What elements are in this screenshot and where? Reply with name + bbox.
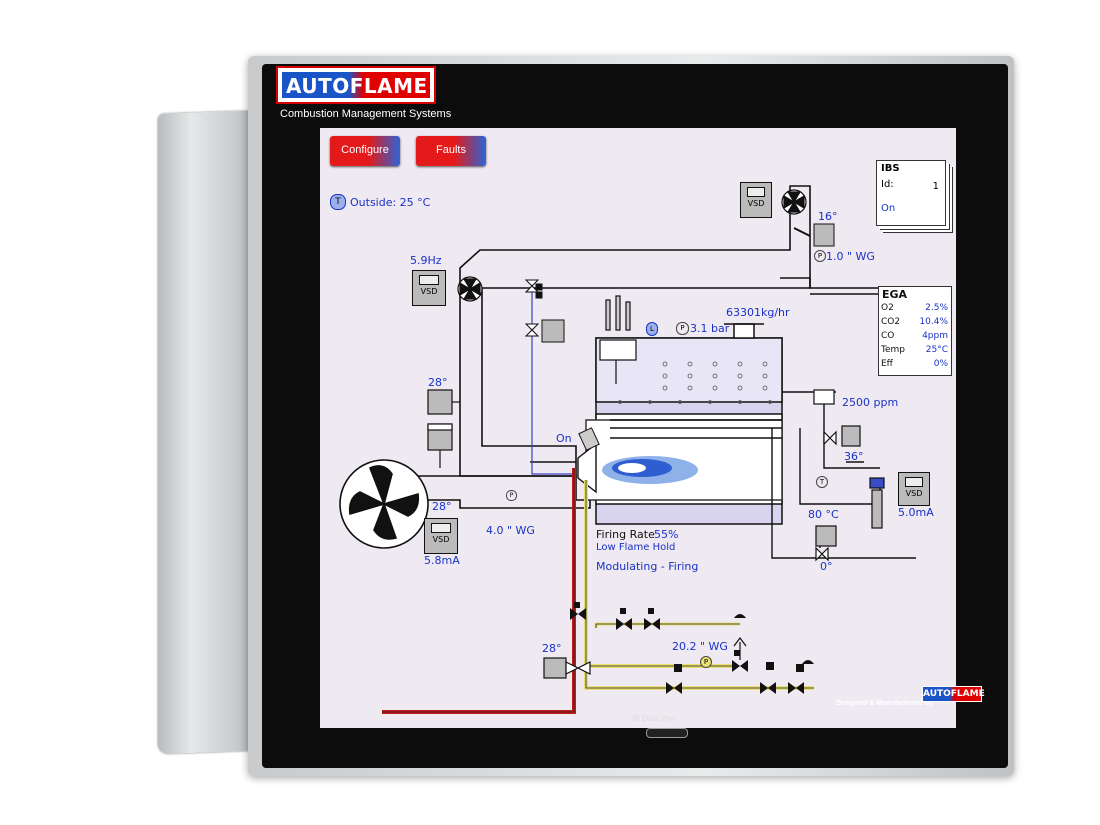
faults-button[interactable]: Faults <box>416 136 486 166</box>
hmi-screen: Configure Faults <box>320 128 956 728</box>
steam-pressure: 3.1 bar <box>690 322 730 335</box>
burner-status: On <box>556 432 572 445</box>
fan-frequency: 5.9Hz <box>410 254 442 267</box>
outside-temp-icon: T <box>330 194 346 210</box>
level-probes <box>599 295 637 384</box>
air-duct <box>459 185 811 477</box>
logo-text: AUTOFLAME <box>286 74 428 98</box>
firing-rate-value: 55% <box>654 528 679 541</box>
ir-port-label: IR Data Port <box>632 714 677 723</box>
ibs-id-label: Id: <box>881 179 894 190</box>
gas-valves <box>570 602 814 694</box>
ibs-title: IBS <box>881 163 900 174</box>
pilot-line <box>531 288 576 475</box>
firing-rate-label: Firing Rate <box>596 528 655 541</box>
flue-temp: 16° <box>818 210 838 223</box>
main-fan <box>339 459 429 549</box>
feedwater-temp-icon: T <box>816 476 828 488</box>
tds-reading: 2500 ppm <box>842 396 899 409</box>
steam-flow: 63301kg/hr <box>726 306 790 319</box>
boiler-schematic <box>339 185 916 714</box>
ibs-status: On <box>881 203 896 214</box>
outside-temp-label: Outside: 25 °C <box>350 196 431 209</box>
vsd-feedwater: VSD <box>898 472 930 506</box>
vsd-fan-bottom: VSD <box>424 518 458 554</box>
vsd-current-right: 5.0mA <box>898 506 934 519</box>
flame-scanner <box>578 427 600 451</box>
firing-hold: Low Flame Hold <box>596 542 676 553</box>
feedwater-temp: 80 °C <box>808 508 839 521</box>
ega-title: EGA <box>882 288 908 301</box>
gas-pressure: 20.2 " WG <box>672 640 728 653</box>
flue-damper-servo <box>813 223 835 247</box>
fuel-valve-angle: 28° <box>542 642 562 655</box>
footer-brand-text: Designed & Manufactured By <box>836 700 934 707</box>
firing-mode: Modulating - Firing <box>596 560 699 573</box>
air-damper-angle: 28° <box>428 376 448 389</box>
gas-pressure-icon: P <box>700 656 712 668</box>
flue-pressure: 1.0 " WG <box>826 250 875 263</box>
footer-logo: AUTOFLAME <box>922 686 985 702</box>
flue-duct <box>780 277 878 289</box>
boiler-shell <box>585 337 783 525</box>
air-pressure: 4.0 " WG <box>486 524 535 537</box>
water-bubbles <box>618 361 772 404</box>
autoflame-logo: AUTOFLAME <box>276 66 436 104</box>
ir-data-port <box>646 728 688 738</box>
brand-tagline: Combustion Management Systems <box>280 108 452 120</box>
air-pressure-icon: P <box>506 490 517 501</box>
burner-flame <box>602 456 698 484</box>
steam-pressure-icon: P <box>676 322 689 335</box>
duct-fan <box>457 276 483 302</box>
feedwater-valve-angle: 0° <box>820 560 833 573</box>
configure-button[interactable]: Configure <box>330 136 400 166</box>
damper-temp: 28° <box>432 500 452 513</box>
ibs-card[interactable]: IBS Id: 1 On <box>876 160 946 226</box>
vsd-current-left: 5.8mA <box>424 554 460 567</box>
tds-valve-angle: 36° <box>844 450 864 463</box>
level-icon: L <box>646 322 658 336</box>
flue-pressure-icon: P <box>814 250 826 262</box>
vsd-fan-top: VSD <box>412 270 446 306</box>
vsd-flue-fan: VSD <box>740 182 772 218</box>
flue-fan <box>781 189 807 215</box>
ibs-id-value: 1 <box>932 181 939 192</box>
